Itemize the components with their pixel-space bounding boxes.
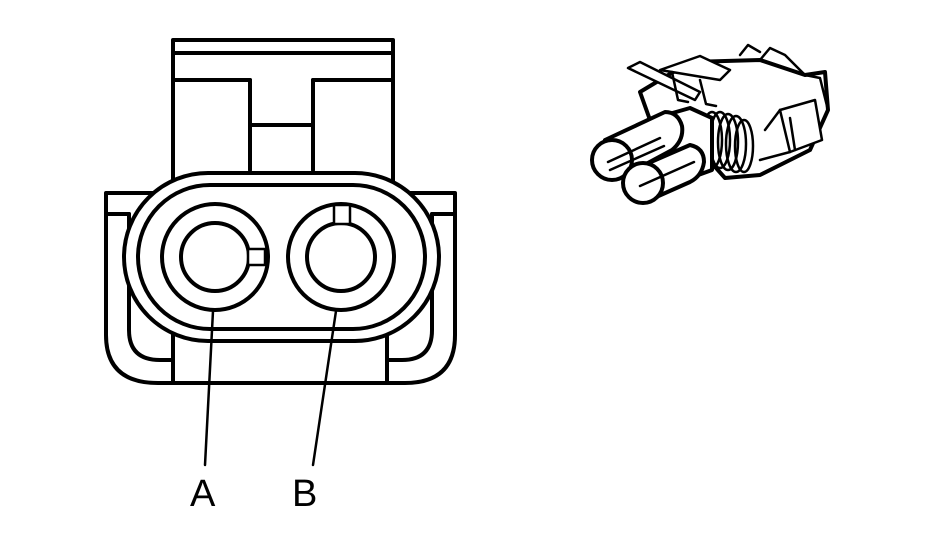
cavity-a <box>160 202 270 312</box>
pin-label-b: B <box>292 473 317 515</box>
cavity-b <box>286 202 396 312</box>
connector-face-view: A B <box>104 38 457 515</box>
leader-line-a <box>203 309 215 467</box>
leader-line-b <box>311 309 338 467</box>
locking-tab <box>171 38 395 194</box>
pin-label-a: A <box>190 473 216 515</box>
connector-perspective-view <box>590 43 830 205</box>
